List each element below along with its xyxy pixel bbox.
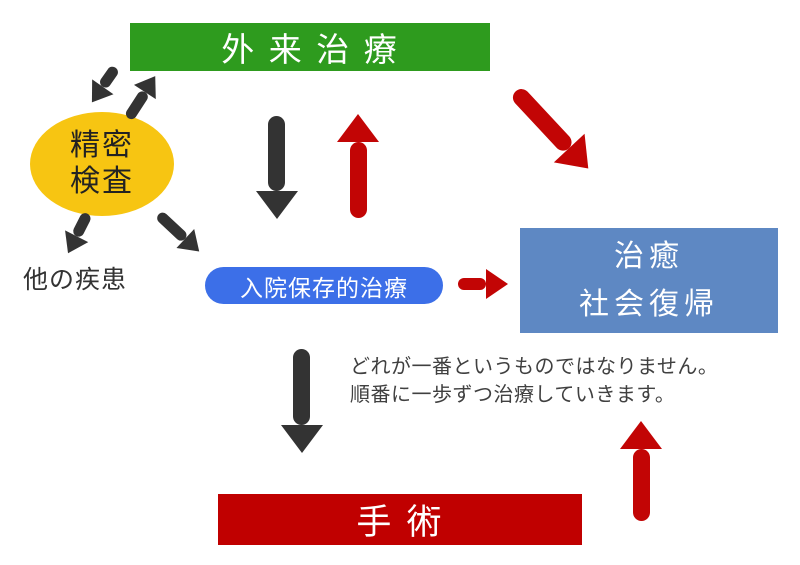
arrow-down-left-icon <box>81 61 126 110</box>
cure-social-return-box: 治癒 社会復帰 <box>520 228 778 333</box>
cure-label-line1: 治癒 <box>614 238 684 274</box>
note-line2: 順番に一歩ずつ治療していきます。 <box>350 382 676 406</box>
cure-label-line2: 社会復帰 <box>579 286 719 322</box>
arrow-inpatient-to-cure-icon <box>458 269 508 299</box>
arrow-outpatient-to-inpatient-icon <box>256 116 298 219</box>
other-disease-label: 他の疾患 <box>22 265 127 294</box>
arrow-inpatient-to-surgery-icon <box>281 349 323 453</box>
inpatient-conservative-treatment-label: 入院保存的治療 <box>240 275 408 302</box>
surgery-box: 手 術 <box>218 494 582 545</box>
detailed-examination-label-line2: 検査 <box>70 164 134 199</box>
detailed-examination-ellipse: 精密 検査 <box>30 112 174 216</box>
arrow-surgery-to-cure-icon <box>620 421 662 521</box>
note-text: どれが一番というものではなりません。 順番に一歩ずつ治療していきます。 <box>350 352 780 408</box>
arrow-inpatient-to-outpatient-icon <box>337 114 379 218</box>
surgery-label: 手 術 <box>356 503 444 543</box>
arrow-exam-to-inpatient-icon <box>150 204 209 262</box>
arrow-outpatient-to-cure-icon <box>501 77 604 183</box>
outpatient-treatment-label: 外 来 治 療 <box>221 30 399 69</box>
outpatient-treatment-box: 外 来 治 療 <box>130 23 490 71</box>
inpatient-conservative-treatment-pill: 入院保存的治療 <box>205 267 443 304</box>
note-line1: どれが一番というものではなりません。 <box>350 354 719 378</box>
detailed-examination-label-line1: 精密 <box>70 128 134 163</box>
arrow-exam-to-other-disease-icon <box>56 208 99 260</box>
